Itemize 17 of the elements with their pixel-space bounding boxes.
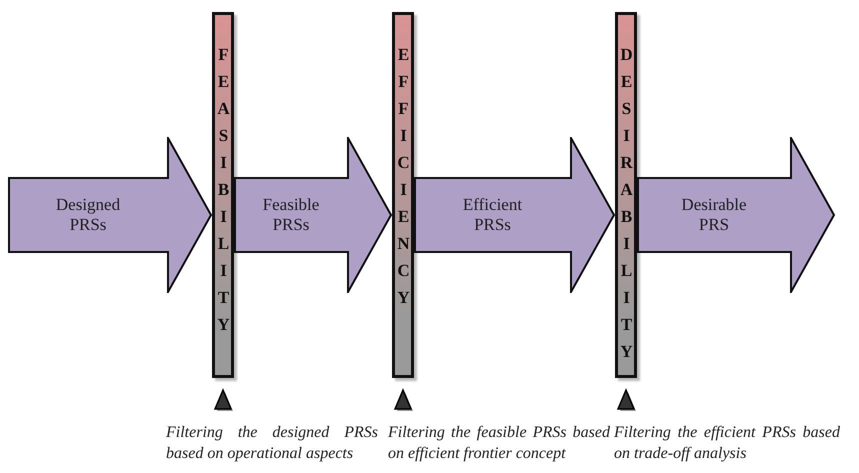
edge-label: Efficient PRSs — [462, 195, 524, 235]
edge-label: Designed PRSs — [54, 195, 122, 235]
block-arrow — [637, 137, 835, 293]
caption-text: Filtering the feasible PRSs based on efficient frontier concept — [388, 423, 610, 464]
edge-label: Feasible PRSs — [262, 195, 320, 235]
filter-bar — [615, 12, 637, 378]
vertical-label: EFFICIENCY — [393, 45, 413, 315]
block-arrow — [8, 137, 212, 293]
vertical-label: FEASIBILITY — [213, 45, 233, 342]
vertical-label: DESIRABILITY — [616, 45, 636, 369]
edge-label: Desirable PRS — [680, 195, 748, 235]
filter-bar — [212, 12, 234, 378]
filter-bar — [392, 12, 414, 378]
block-arrow — [234, 137, 392, 293]
caption-text: Filtering the efficient PRSs based on trade-off analysis — [614, 423, 840, 464]
block-arrow — [414, 137, 615, 293]
caption-text: Filtering the designed PRSs based on operational aspects — [166, 423, 378, 464]
